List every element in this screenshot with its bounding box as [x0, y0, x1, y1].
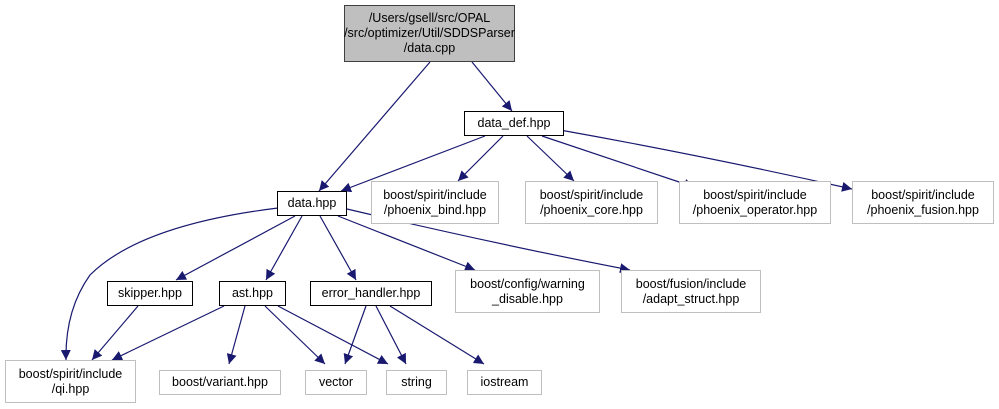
- node-data-hpp[interactable]: data.hpp: [277, 191, 347, 216]
- node-warning-disable[interactable]: boost/config/warning _disable.hpp: [455, 270, 600, 313]
- edge-data_hpp-ast: [265, 215, 303, 281]
- node-adapt-struct[interactable]: boost/fusion/include /adapt_struct.hpp: [621, 270, 761, 313]
- node-label-line: boost/spirit/include: [383, 187, 487, 202]
- node-phoenix-fusion[interactable]: boost/spirit/include /phoenix_fusion.hpp: [852, 181, 994, 224]
- edge-root-data_def: [471, 61, 513, 112]
- edge-data_def-phoenix_operator: [541, 135, 695, 189]
- node-label-line: boost/spirit/include: [539, 187, 644, 202]
- node-error-handler-hpp[interactable]: error_handler.hpp: [310, 281, 432, 306]
- edge-data_hpp-qi: [60, 207, 279, 361]
- node-phoenix-operator[interactable]: boost/spirit/include /phoenix_operator.h…: [679, 181, 831, 224]
- node-qi-hpp[interactable]: boost/spirit/include /qi.hpp: [5, 360, 136, 403]
- node-label-line: /Users/gsell/src/OPAL: [368, 11, 491, 25]
- edge-error_handler-vector: [343, 305, 367, 365]
- edge-data_def-data_hpp: [340, 135, 486, 193]
- edge-data_hpp-warning_disable: [337, 215, 476, 271]
- edge-ast-vector: [264, 305, 326, 365]
- node-phoenix-bind[interactable]: boost/spirit/include /phoenix_bind.hpp: [371, 181, 499, 224]
- node-data-cpp[interactable]: /Users/gsell/src/OPAL /src/optimizer/Uti…: [344, 5, 515, 62]
- node-skipper-hpp[interactable]: skipper.hpp: [107, 281, 193, 306]
- node-vector[interactable]: vector: [305, 370, 367, 395]
- node-label-line: boost/spirit/include: [18, 366, 123, 381]
- node-phoenix-core[interactable]: boost/spirit/include /phoenix_core.hpp: [525, 181, 658, 224]
- edge-data_hpp-skipper: [175, 215, 296, 281]
- node-label-line: boost/variant.hpp: [172, 375, 268, 389]
- edge-error_handler-iostream: [389, 305, 485, 365]
- node-label-line: error_handler.hpp: [321, 286, 421, 300]
- node-label-line: data_def.hpp: [477, 116, 551, 130]
- edge-root-data_hpp: [318, 61, 431, 192]
- node-label-line: /phoenix_bind.hpp: [383, 202, 487, 217]
- node-label-line: skipper.hpp: [118, 286, 182, 300]
- node-data-def-hpp[interactable]: data_def.hpp: [464, 111, 564, 136]
- node-label-line: ast.hpp: [231, 286, 273, 300]
- node-iostream[interactable]: iostream: [467, 370, 542, 395]
- node-ast-hpp[interactable]: ast.hpp: [219, 281, 286, 306]
- edge-error_handler-string: [375, 305, 407, 365]
- node-label-line: /phoenix_core.hpp: [540, 202, 643, 217]
- node-label-line: iostream: [480, 375, 529, 389]
- node-label-line: boost/spirit/include: [703, 187, 807, 202]
- edge-ast-variant: [226, 305, 246, 365]
- edge-ast-qi: [111, 305, 225, 361]
- node-label-line: _disable.hpp: [492, 291, 563, 306]
- node-label-line: string: [401, 375, 432, 389]
- node-boost-variant[interactable]: boost/variant.hpp: [159, 370, 281, 395]
- edge-data_hpp-error_handler: [319, 215, 357, 281]
- node-label-line: /phoenix_fusion.hpp: [867, 202, 979, 217]
- node-label-line: boost/spirit/include: [871, 187, 975, 202]
- node-string[interactable]: string: [386, 370, 447, 395]
- edge-skipper-qi: [91, 305, 139, 361]
- node-label-line: /data.cpp: [403, 41, 456, 55]
- edge-data_def-phoenix_fusion: [559, 129, 853, 192]
- node-label-line: data.hpp: [287, 196, 337, 210]
- node-label-line: /qi.hpp: [51, 381, 90, 396]
- node-label-line: boost/fusion/include: [635, 276, 747, 291]
- node-label-line: /adapt_struct.hpp: [642, 291, 740, 306]
- node-label-line: boost/config/warning: [470, 276, 585, 291]
- edge-data_def-phoenix_core: [526, 135, 575, 182]
- node-label-line: vector: [318, 375, 354, 389]
- edge-ast-string: [277, 305, 389, 365]
- node-label-line: /src/optimizer/Util/SDDSParser: [344, 26, 515, 40]
- node-label-line: /phoenix_operator.hpp: [692, 202, 818, 217]
- edge-data_def-phoenix_bind: [457, 135, 504, 182]
